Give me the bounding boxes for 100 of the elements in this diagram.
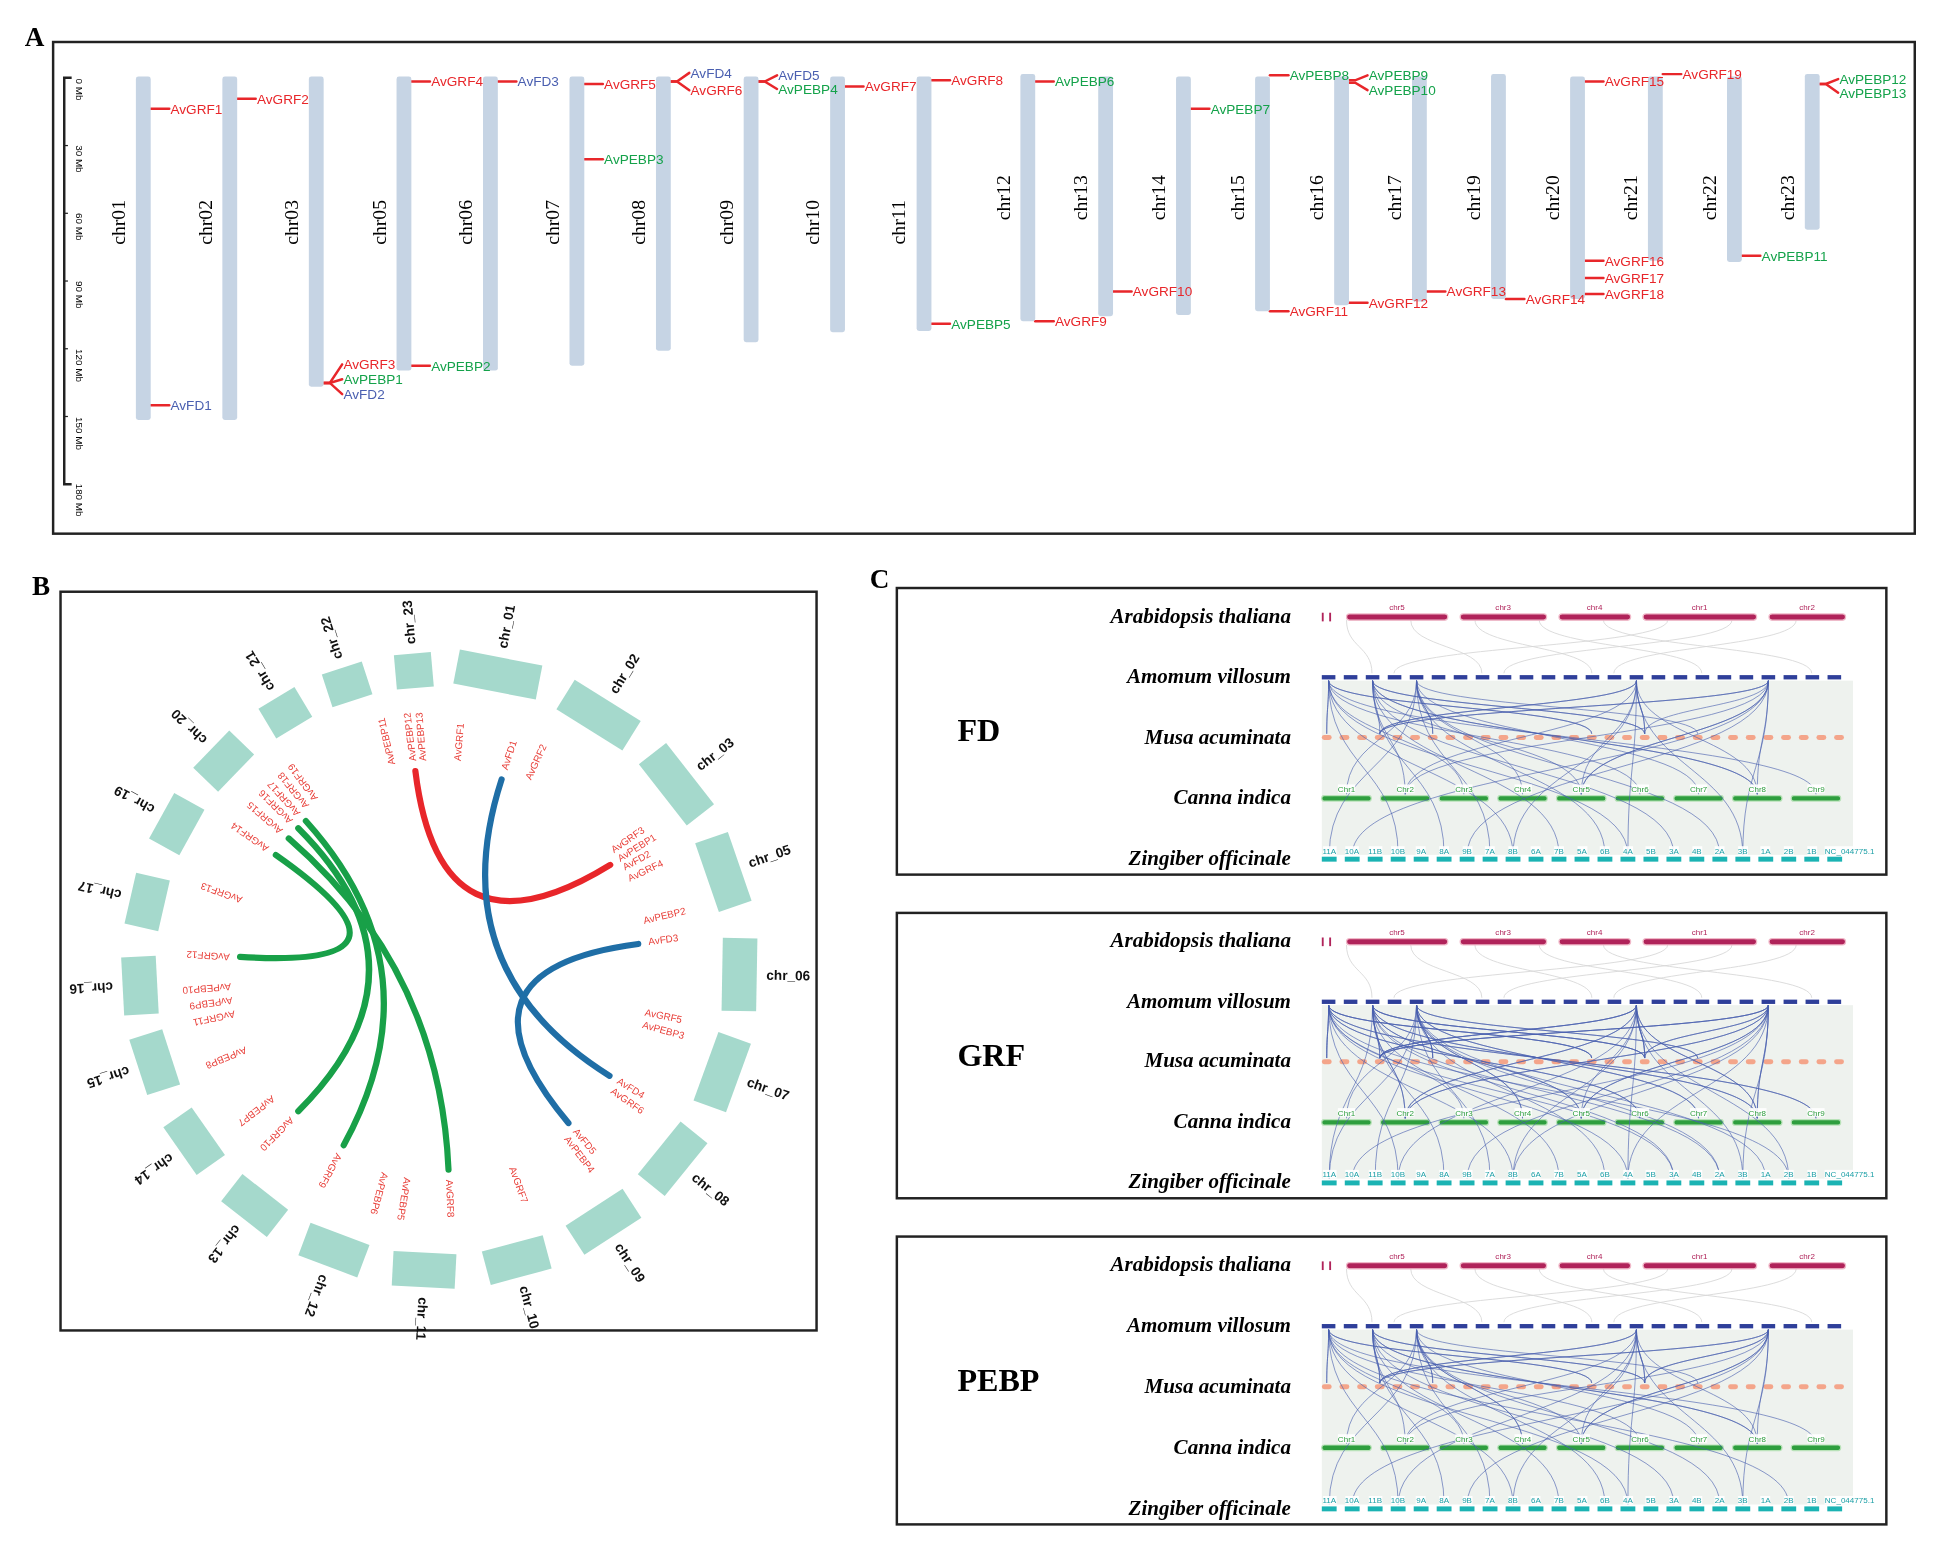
link-curve bbox=[302, 817, 387, 1149]
chromosome-label: chr06 bbox=[454, 199, 477, 245]
gene-label: AvGRF9 bbox=[1054, 313, 1107, 329]
gene-label: AvGRF12 bbox=[1368, 295, 1429, 311]
gene-label: AvGRF2 bbox=[256, 91, 309, 107]
link-curve bbox=[295, 825, 373, 1115]
chromosome-label: 1A bbox=[1760, 1495, 1771, 1505]
species-name: Arabidopsis thaliana bbox=[1110, 1252, 1291, 1278]
chromosome-label: Chr6 bbox=[1631, 784, 1649, 794]
gene-label: AvGRF19 bbox=[1682, 66, 1742, 82]
leader-line bbox=[583, 158, 605, 161]
gene-label: AvFD2 bbox=[343, 386, 385, 402]
chromosome-label: chr1 bbox=[1691, 927, 1708, 937]
chromosome-label: 4B bbox=[1691, 846, 1702, 855]
gene-label: AvGRF12 bbox=[186, 947, 231, 963]
chromosome-label: chr_01 bbox=[494, 603, 519, 650]
gene-label: AvGRF13 bbox=[1446, 284, 1506, 299]
chromosome-label: 2B bbox=[1783, 1169, 1794, 1179]
gene-label: AvFD5 bbox=[778, 67, 820, 83]
chromosome-label: Chr7 bbox=[1689, 1433, 1708, 1443]
gene-label: AvGRF17 bbox=[1604, 270, 1665, 286]
panel-letter: B bbox=[32, 573, 51, 601]
gene-label: AvPEBP2 bbox=[431, 358, 491, 374]
chromosome-label: 2A bbox=[1714, 846, 1725, 855]
chromosome-label: chr10 bbox=[802, 199, 824, 245]
chromosome-label: chr5 bbox=[1389, 602, 1405, 612]
species-name: Arabidopsis thaliana bbox=[1110, 604, 1291, 629]
gene-family-title: PEBP bbox=[957, 1363, 1040, 1398]
chromosome-label: 11B bbox=[1368, 1169, 1383, 1179]
chromosome-label: chr17 bbox=[1383, 175, 1406, 221]
link-curve bbox=[514, 940, 642, 1127]
link-curve bbox=[285, 835, 452, 1173]
tick-label: 150 Mb bbox=[73, 416, 85, 450]
panel-letter: C bbox=[869, 565, 890, 593]
gene-label: AvPEBP11 bbox=[1761, 248, 1828, 264]
gene-label: AvPEBP9 bbox=[1368, 67, 1429, 83]
leader-line bbox=[322, 381, 344, 396]
leader-line bbox=[410, 80, 432, 83]
chromosome-label: 4A bbox=[1622, 1169, 1633, 1179]
gene-family-title: FD bbox=[957, 714, 1001, 749]
gene-label: AvGRF14 bbox=[1525, 291, 1586, 307]
chromosome-label: 9A bbox=[1416, 846, 1426, 855]
leader-line bbox=[583, 82, 605, 86]
leader-line bbox=[930, 322, 952, 325]
chromosome-label: 5B bbox=[1645, 1495, 1656, 1505]
chromosome-label: chr_16 bbox=[68, 978, 113, 997]
leader-line bbox=[149, 403, 171, 407]
chromosome-label: chr_15 bbox=[83, 1063, 131, 1092]
chromosome-label: chr03 bbox=[280, 199, 303, 245]
chromosome-label: chr_06 bbox=[767, 967, 812, 985]
chromosome-label: chr23 bbox=[1776, 175, 1799, 221]
chromosome-label: Chr3 bbox=[1455, 784, 1473, 794]
chromosome-label: chr05 bbox=[368, 199, 391, 245]
chromosome-label: Chr9 bbox=[1807, 1433, 1825, 1443]
chromosome-label: 9A bbox=[1416, 1495, 1426, 1505]
chromosome-label: Chr2 bbox=[1396, 1433, 1414, 1443]
leader-line bbox=[1583, 80, 1605, 83]
chromosome-label: chr19 bbox=[1462, 175, 1485, 221]
chromosome-label: chr_05 bbox=[747, 841, 794, 871]
chromosome-label: Chr1 bbox=[1337, 784, 1356, 794]
chromosome-label: 9B bbox=[1462, 1169, 1472, 1179]
chromosome-label: 6B bbox=[1600, 1495, 1610, 1505]
chromosome-label: 11A bbox=[1322, 1495, 1337, 1505]
chromosome-label: 1A bbox=[1760, 1169, 1771, 1179]
chromosome-label: 5B bbox=[1645, 1169, 1656, 1179]
gene-label: AvGRF1 bbox=[451, 722, 468, 762]
leader-line bbox=[669, 80, 691, 92]
chromosome-label: Chr8 bbox=[1748, 1433, 1766, 1443]
chromosome-label: 11B bbox=[1368, 846, 1383, 855]
chromosome-label: 2B bbox=[1783, 846, 1794, 855]
chromosome-label: Chr4 bbox=[1513, 1108, 1532, 1118]
link-curve bbox=[412, 768, 614, 905]
tick-label: 180 Mb bbox=[73, 484, 85, 518]
leader-line bbox=[1111, 290, 1133, 293]
chromosome-label: chr_22 bbox=[317, 613, 347, 661]
leader-line bbox=[757, 80, 779, 91]
chromosome-label: 9A bbox=[1416, 1169, 1426, 1179]
leader-line bbox=[1583, 259, 1605, 262]
chromosome-label: Chr9 bbox=[1807, 1108, 1825, 1118]
chromosome-label: NC_044775.1 bbox=[1824, 1495, 1875, 1505]
gene-label: AvGRF3 bbox=[343, 357, 396, 372]
chromosome-label: Chr4 bbox=[1513, 1433, 1532, 1443]
chromosome-label: 8B bbox=[1508, 846, 1518, 855]
chromosome-label: 1B bbox=[1806, 846, 1817, 855]
chromosome-label: 5A bbox=[1577, 1495, 1587, 1505]
chromosome-label: Chr1 bbox=[1337, 1433, 1356, 1443]
chromosome-label: Chr8 bbox=[1748, 1108, 1766, 1118]
tick-label: 120 Mb bbox=[73, 348, 85, 382]
chromosome-label: NC_044775.1 bbox=[1824, 846, 1875, 855]
gene-label: AvPEBP8 bbox=[1289, 67, 1350, 83]
chromosome-label: 7A bbox=[1485, 1495, 1495, 1505]
chromosome-label: 7B bbox=[1554, 1495, 1564, 1505]
chromosome-label: chr01 bbox=[107, 199, 130, 245]
chromosome-label: chr_23 bbox=[399, 598, 420, 644]
chromosome-label: chr_07 bbox=[744, 1074, 792, 1105]
gene-label: AvPEBP2 bbox=[642, 905, 688, 928]
chromosome-label: chr2 bbox=[1799, 927, 1815, 937]
leader-line bbox=[1347, 74, 1369, 82]
chromosome-label: chr15 bbox=[1226, 175, 1249, 221]
chromosome-label: chr_10 bbox=[516, 1284, 544, 1331]
